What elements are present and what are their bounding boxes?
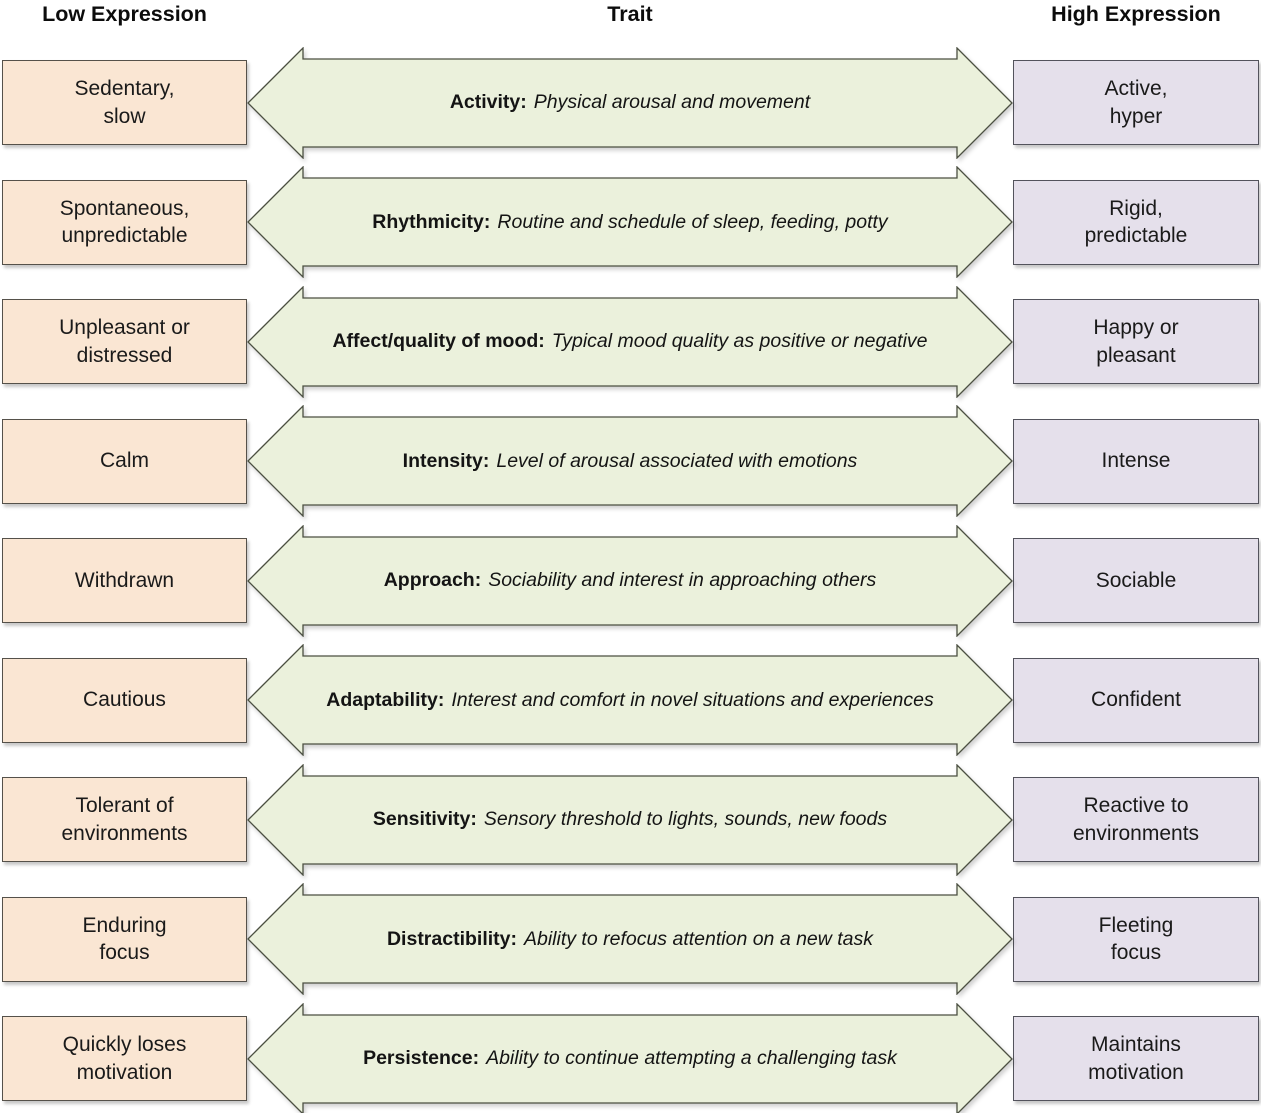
double-arrow-icon (247, 1003, 1013, 1113)
double-arrow-icon (247, 764, 1013, 876)
trait-description: Ability to refocus attention on a new ta… (524, 927, 874, 950)
double-arrow-icon (247, 405, 1013, 517)
trait-rows: Sedentary, slow Activity: Physical arousa… (0, 43, 1261, 1113)
low-expression-box: Tolerant of environments (2, 777, 247, 863)
trait-row-persistence: Quickly loses motivation Persistence: Abi… (2, 999, 1259, 1113)
trait-description: Ability to continue attempting a challen… (486, 1047, 897, 1070)
low-expression-box: Enduring focus (2, 896, 247, 982)
trait-description: Sociability and interest in approaching … (488, 569, 877, 592)
low-expression-box: Sedentary, slow (2, 60, 247, 146)
trait-arrow: Approach: Sociability and interest in app… (247, 525, 1013, 637)
trait-arrow: Intensity: Level of arousal associated wi… (247, 405, 1013, 517)
trait-row-affect: Unpleasant or distressed Affect/quality … (2, 282, 1259, 402)
low-expression-box: Quickly loses motivation (2, 1016, 247, 1102)
trait-arrow: Distractibility: Ability to refocus atten… (247, 883, 1013, 995)
double-arrow-icon (247, 47, 1013, 159)
trait-row-adaptability: Cautious Adaptability: Interest and comfo… (2, 641, 1259, 761)
header-row: Low Expression Trait High Expression (0, 0, 1261, 43)
trait-description: Routine and schedule of sleep, feeding, … (497, 210, 888, 233)
trait-name: Adaptability: (326, 688, 445, 711)
trait-header: Trait (607, 2, 653, 26)
double-arrow-icon (247, 286, 1013, 398)
high-expression-box: Sociable (1013, 538, 1259, 624)
trait-name: Approach: (383, 569, 482, 592)
trait-arrow: Sensitivity: Sensory threshold to lights,… (247, 764, 1013, 876)
trait-arrow: Persistence: Ability to continue attempti… (247, 1003, 1013, 1113)
trait-arrow: Adaptability: Interest and comfort in nov… (247, 644, 1013, 756)
trait-name: Distractibility: (386, 927, 517, 950)
trait-arrow-label: Affect/quality of mood: Typical mood qual… (270, 330, 989, 353)
low-expression-box: Withdrawn (2, 538, 247, 624)
low-expression-header: Low Expression (42, 2, 207, 26)
double-arrow-icon (247, 883, 1013, 995)
double-arrow-icon (247, 644, 1013, 756)
trait-arrow-label: Sensitivity: Sensory threshold to lights,… (311, 808, 949, 831)
high-expression-box: Fleeting focus (1013, 896, 1259, 982)
trait-description: Sensory threshold to lights, sounds, new… (483, 808, 888, 831)
high-expression-box: Active, hyper (1013, 60, 1259, 146)
trait-arrow: Affect/quality of mood: Typical mood qual… (247, 286, 1013, 398)
trait-arrow-label: Persistence: Ability to continue attempti… (301, 1047, 959, 1070)
trait-arrow-label: Distractibility: Ability to refocus atten… (325, 928, 935, 951)
double-arrow-icon (247, 166, 1013, 278)
trait-arrow-label: Adaptability: Interest and comfort in nov… (264, 689, 995, 712)
high-expression-box: Maintains motivation (1013, 1016, 1259, 1102)
high-expression-box: Reactive to environments (1013, 777, 1259, 863)
low-expression-box: Cautious (2, 657, 247, 743)
high-expression-box: Confident (1013, 657, 1259, 743)
trait-description: Typical mood quality as positive or nega… (551, 330, 928, 353)
trait-row-sensitivity: Tolerant of environments Sensitivity:Sen… (2, 760, 1259, 880)
high-expression-box: Rigid, predictable (1013, 179, 1259, 265)
trait-arrow-label: Approach: Sociability and interest in app… (322, 569, 939, 592)
trait-name: Persistence: (363, 1047, 480, 1070)
trait-row-intensity: Calm Intensity: Level of arousal associat… (2, 402, 1259, 522)
trait-description: Level of arousal associated with emotion… (496, 449, 858, 472)
trait-name: Activity: (449, 91, 527, 114)
trait-arrow-label: Rhythmicity: Routine and schedule of slee… (310, 211, 949, 234)
trait-name: Affect/quality of mood: (332, 330, 545, 353)
low-expression-box: Unpleasant or distressed (2, 299, 247, 385)
trait-arrow: Activity: Physical arousal and movement (247, 47, 1013, 159)
trait-description: Interest and comfort in novel situations… (451, 688, 934, 711)
trait-name: Sensitivity: (372, 808, 477, 831)
trait-row-approach: Withdrawn Approach: Sociability and inter… (2, 521, 1259, 641)
high-expression-box: Intense (1013, 418, 1259, 504)
high-expression-box: Happy or pleasant (1013, 299, 1259, 385)
trait-row-rhythmicity: Spontaneous, unpredictable Rhythmicity:R… (2, 163, 1259, 283)
high-expression-header: High Expression (1051, 2, 1221, 26)
low-expression-box: Calm (2, 418, 247, 504)
trait-row-activity: Sedentary, slow Activity: Physical arousa… (2, 43, 1259, 163)
trait-arrow: Rhythmicity: Routine and schedule of slee… (247, 166, 1013, 278)
low-expression-box: Spontaneous, unpredictable (2, 179, 247, 265)
trait-name: Rhythmicity: (372, 210, 491, 233)
trait-name: Intensity: (402, 449, 490, 472)
trait-row-distractibility: Enduring focus Distractibility: Ability t… (2, 880, 1259, 1000)
trait-description: Physical arousal and movement (533, 91, 811, 114)
double-arrow-icon (247, 525, 1013, 637)
trait-arrow-label: Activity: Physical arousal and movement (388, 91, 872, 114)
trait-arrow-label: Intensity: Level of arousal associated wi… (341, 450, 920, 473)
